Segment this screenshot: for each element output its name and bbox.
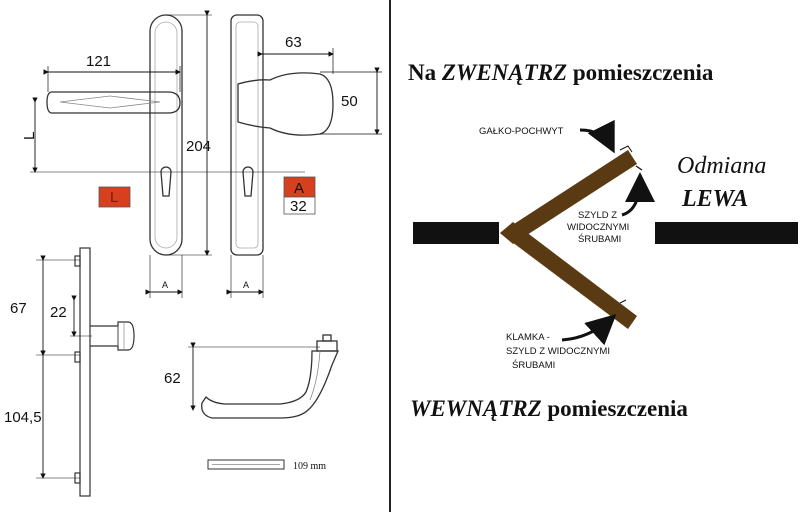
dim-62-label: 62 bbox=[164, 370, 181, 387]
badge-32-text: 32 bbox=[290, 198, 307, 215]
dim-204-label: 204 bbox=[186, 138, 211, 155]
dim-A-left-label: A bbox=[162, 280, 168, 290]
dim-121 bbox=[43, 66, 181, 92]
front-view-handle-plate bbox=[46, 14, 183, 256]
dim-104-5-label: 104,5 bbox=[4, 409, 42, 426]
lever-handle-profile bbox=[201, 334, 339, 419]
knob-bracket bbox=[619, 145, 633, 153]
label-knob: GAŁKO-POCHWYT bbox=[479, 126, 564, 137]
plate-bracket bbox=[635, 165, 643, 171]
variant-line2: LEWA bbox=[681, 186, 748, 212]
dim-50-label: 50 bbox=[341, 93, 358, 110]
dim-62 bbox=[188, 342, 320, 411]
dim-L-label: L bbox=[21, 132, 38, 140]
front-view-knob-plate bbox=[230, 14, 334, 256]
dim-121-label: 121 bbox=[86, 53, 111, 70]
dim-50 bbox=[320, 67, 382, 135]
dim-A-left bbox=[145, 255, 183, 298]
label-plate-line3: ŚRUBAMI bbox=[578, 233, 621, 245]
dim-A-right-label: A bbox=[243, 280, 249, 290]
dim-67-label: 67 bbox=[10, 300, 27, 317]
label-handle-line1: KLAMKA - bbox=[506, 332, 550, 343]
label-plate-line2: WIDOCZNYMI bbox=[567, 222, 629, 233]
arrow-handle bbox=[561, 313, 617, 346]
scale-bar bbox=[207, 459, 285, 470]
dim-L bbox=[30, 97, 305, 173]
handle-bracket bbox=[619, 299, 627, 304]
side-view-plate bbox=[74, 247, 135, 497]
label-handle-line3: ŚRUBAMI bbox=[512, 359, 555, 371]
arrow-knob bbox=[579, 119, 615, 154]
wall-left bbox=[413, 222, 499, 244]
badge-A-text: A bbox=[294, 180, 304, 197]
outside-title: Na ZWENĄTRZ pomieszczenia bbox=[408, 60, 714, 85]
arrow-plate bbox=[621, 172, 655, 217]
door-leaf-lower bbox=[500, 222, 637, 329]
dim-A-right bbox=[226, 255, 264, 298]
dim-63-label: 63 bbox=[285, 34, 302, 51]
scale-label: 109 mm bbox=[293, 461, 326, 472]
dim-63 bbox=[257, 48, 334, 74]
badge-32 bbox=[283, 196, 316, 215]
label-plate-line1: SZYLD Z bbox=[578, 210, 617, 221]
dim-204 bbox=[166, 10, 212, 256]
badge-L bbox=[98, 186, 131, 208]
badge-L-text: L bbox=[110, 189, 118, 206]
door-leaf-upper bbox=[500, 150, 637, 244]
dim-22 bbox=[70, 295, 92, 337]
dim-22-label: 22 bbox=[50, 304, 67, 321]
inside-title: WEWNĄTRZ pomieszczenia bbox=[410, 396, 688, 421]
wall-right bbox=[655, 222, 798, 244]
label-handle-line2: SZYLD Z WIDOCZNYMI bbox=[506, 346, 610, 357]
variant-line1: Odmiana bbox=[677, 153, 766, 179]
dim-104-5 bbox=[36, 350, 80, 479]
